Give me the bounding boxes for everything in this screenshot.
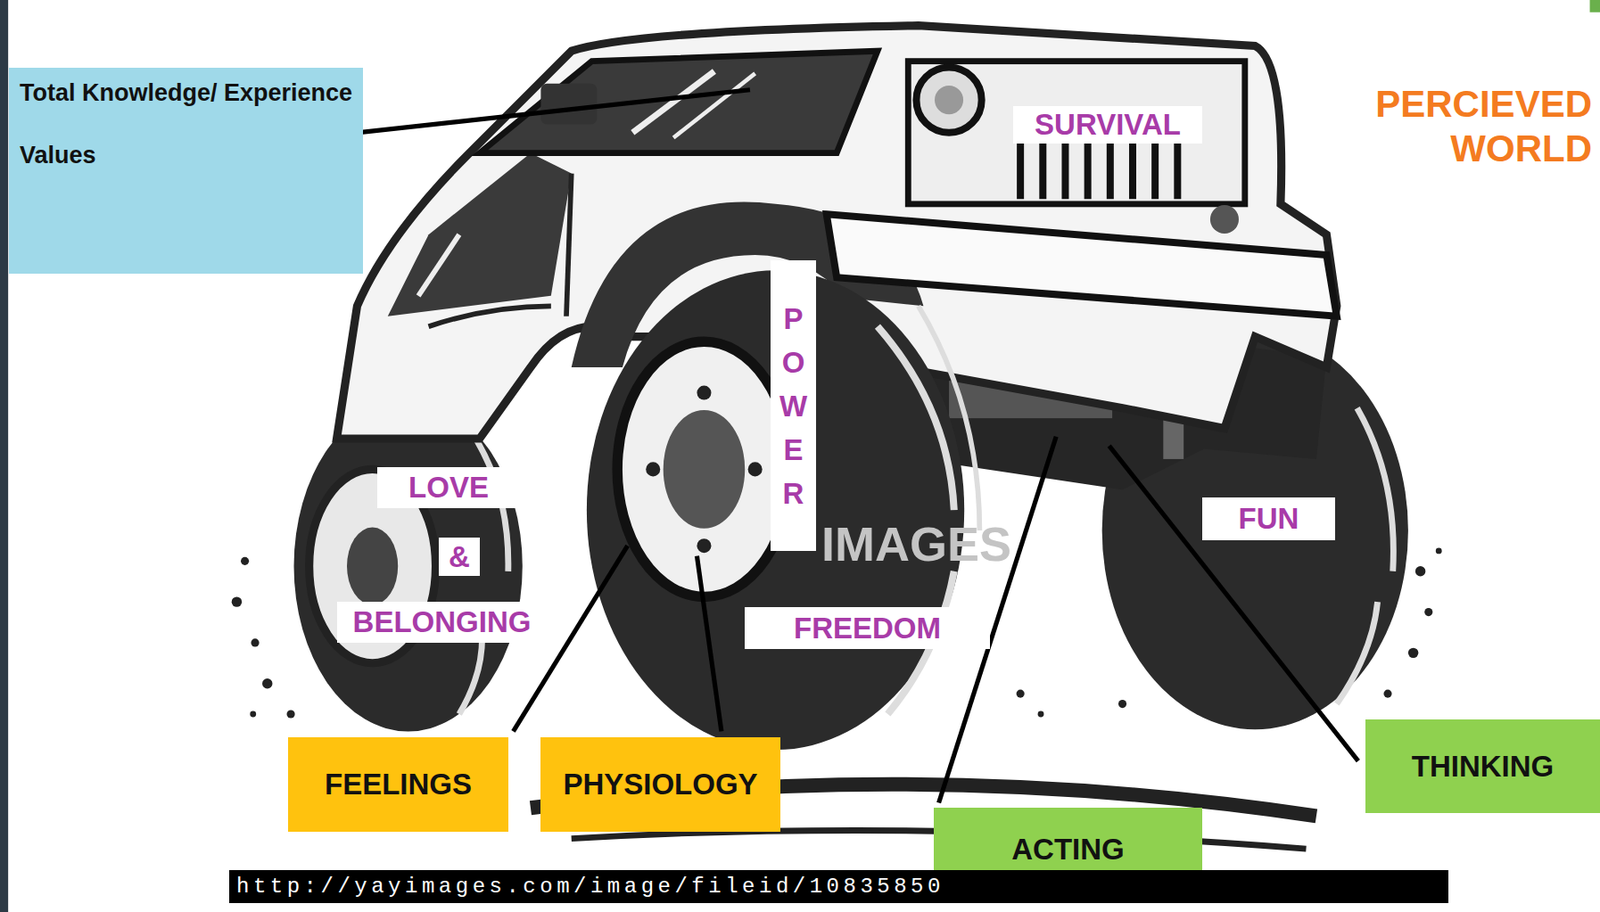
component-box: PHYSIOLOGY [540, 737, 781, 833]
box-label: POWER [778, 296, 809, 516]
leader-line [217, 90, 1359, 804]
box-label: Values [19, 139, 97, 172]
world-title: PERCIEVED WORLD [1316, 82, 1592, 173]
need-box: BELONGING [337, 602, 547, 644]
box-label: & [448, 540, 471, 575]
need-box: & [438, 537, 480, 577]
component-box: THINKING [1365, 719, 1600, 814]
need-vertical-box: POWER [770, 260, 817, 552]
url-text: http://yayimages.com/image/fileid/108358… [236, 874, 945, 900]
knowledge-box: Total Knowledge/ ExperienceValues [8, 67, 363, 274]
need-box: LOVE [377, 467, 520, 509]
watermark: IMAGES [821, 515, 1087, 574]
box-label: THINKING [1411, 750, 1555, 784]
box-label: FUN [1238, 502, 1300, 537]
box-label: LOVE [408, 470, 489, 505]
corner-mark [1590, 0, 1600, 13]
box-label: PHYSIOLOGY [562, 767, 758, 802]
need-box: FUN [1202, 497, 1336, 541]
url-bar: http://yayimages.com/image/fileid/108358… [229, 870, 1449, 904]
box-label: FEELINGS [324, 767, 472, 802]
component-box: FEELINGS [288, 737, 509, 833]
frame-strip [0, 0, 9, 912]
box-label: FREEDOM [793, 611, 941, 646]
box-label: BELONGING [353, 605, 532, 640]
box-label: ACTING [1011, 832, 1125, 867]
need-box: FREEDOM [744, 607, 990, 650]
box-label: Total Knowledge/ Experience [19, 76, 353, 109]
box-label: SURVIVAL [1034, 107, 1181, 142]
need-box: SURVIVAL [1013, 106, 1203, 144]
